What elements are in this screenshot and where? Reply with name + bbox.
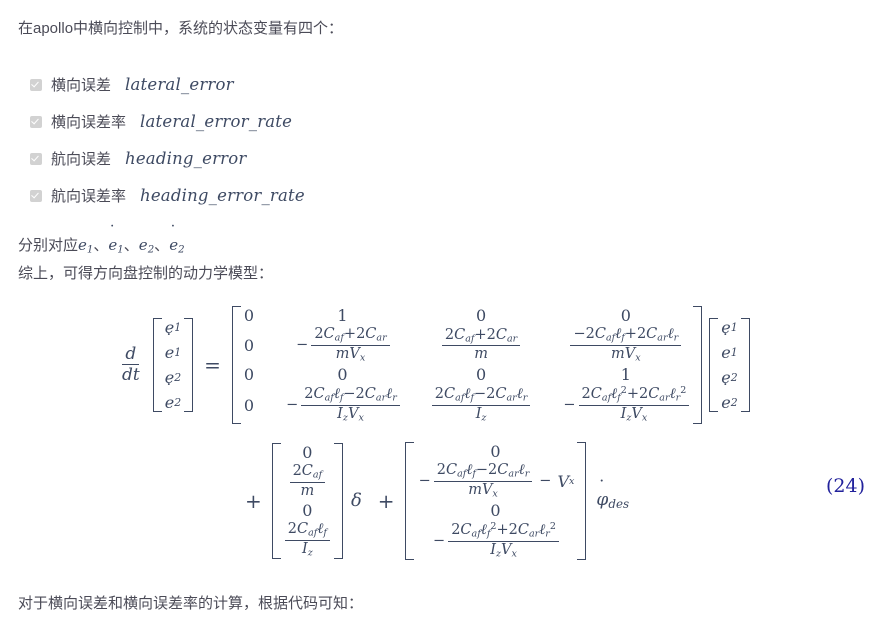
output-cell: e2: [721, 393, 737, 412]
list-item-label: 航向误差率: [51, 188, 127, 205]
inline-math-e2-dot: e2: [169, 236, 184, 256]
b-vector-grid: 0 2Caf m 0 2Cafℓf Iz: [284, 443, 331, 559]
delta-symbol: δ: [350, 490, 362, 512]
derivative-denominator: dt: [122, 365, 140, 386]
closing-paragraph: 对于横向误差和横向误差率的计算，根据代码可知：: [18, 595, 364, 612]
matrix-cell-r3c3: 0: [475, 365, 487, 385]
matrix-cell-r2c4: −2Cafℓf+2Carℓr mVx: [569, 326, 682, 363]
bracket-right: [740, 317, 750, 412]
inline-math-e1: e1: [78, 236, 94, 256]
derivative-operator: d dt: [119, 345, 143, 385]
bracket-right: [693, 306, 703, 424]
comma-2: 、: [123, 237, 139, 254]
matrix-cell-r2c3: 2Caf+2Car m: [441, 327, 521, 363]
checkbox-checked-icon[interactable]: [30, 115, 42, 128]
state-variable-checklist: 横向误差 lateral_error 横向误差率 lateral_error_r…: [30, 66, 305, 214]
matrix-cell-r2c2: − 2Caf+2Car mVx: [294, 326, 391, 363]
matrix-cell-r2c1: 0: [243, 335, 255, 355]
list-item[interactable]: 横向误差 lateral_error: [30, 66, 305, 103]
bracket-right: [577, 442, 587, 560]
bracket-left: [404, 442, 414, 560]
mapping-line: 分别对应e1、e1、e2、e2: [18, 234, 185, 258]
matrix-cell-r1c4: 0: [620, 306, 631, 325]
bracket-left: [709, 317, 719, 412]
equation-line-2: + 0 2Caf m 0 2Cafℓf: [235, 440, 629, 562]
matrix-cell-r3c4: 1: [620, 365, 631, 385]
matrix-cell-r3c1: 0: [243, 365, 255, 385]
checkbox-checked-icon[interactable]: [30, 78, 42, 91]
c-cell-1: 0: [490, 442, 501, 461]
matrix-cell-r4c1: 0: [243, 395, 255, 415]
output-cell: e1: [721, 343, 737, 362]
matrix-cell-r1c2: 1: [337, 306, 348, 325]
dynamics-equation: d dt e1 e1 e2 e2 = 0: [0, 300, 895, 560]
equation-line-1: d dt e1 e1 e2 e2 = 0: [118, 304, 750, 426]
bracket-left: [231, 306, 241, 424]
derivative-numerator: d: [122, 345, 140, 366]
equation-number: (24): [826, 475, 866, 497]
state-cell: e1: [165, 343, 181, 362]
plus-sign-2: +: [377, 488, 395, 513]
state-cell: e2: [165, 393, 181, 412]
matrix-cell-r4c3: 2Cafℓf−2Carℓr Iz: [431, 386, 532, 423]
bracket-right: [333, 443, 343, 559]
plus-sign-1: +: [245, 488, 262, 513]
list-item-code: heading_error_rate: [140, 186, 305, 205]
state-vector: e1 e1 e2 e2: [152, 316, 194, 414]
comma-1: 、: [93, 237, 109, 254]
list-item-code: lateral_error_rate: [140, 112, 293, 131]
conclusion-line: 综上，可得方向盘控制的动力学模型：: [18, 265, 274, 282]
list-item-label: 横向误差: [51, 77, 112, 94]
matrix-cell-r4c4: − 2Cafℓf2+2Carℓr2 IzVx: [561, 386, 690, 423]
c-cell-4: − 2Cafℓf2+2Carℓr2 IzVx: [431, 522, 560, 559]
a-matrix: 0 1 0 0 0 − 2Caf+2Car mVx: [231, 304, 703, 426]
list-item[interactable]: 航向误差率 heading_error_rate: [30, 177, 305, 214]
list-item-code: lateral_error: [125, 75, 234, 94]
inline-math-e1-dot: e1: [108, 236, 123, 256]
bracket-left: [271, 443, 281, 559]
b-vector: 0 2Caf m 0 2Cafℓf Iz: [271, 441, 343, 561]
checkbox-checked-icon[interactable]: [30, 189, 42, 202]
phi-des-term: φdes: [586, 490, 629, 511]
matrix-cell-r4c2: − 2Cafℓf−2Carℓr IzVx: [284, 386, 401, 423]
b-cell-4: 2Cafℓf Iz: [284, 522, 331, 558]
comma-3: 、: [154, 237, 170, 254]
c-cell-3: 0: [490, 501, 501, 521]
state-vector-grid: e1 e1 e2 e2: [165, 318, 181, 412]
checkbox-checked-icon[interactable]: [30, 152, 42, 165]
intro-paragraph: 在apollo中横向控制中，系统的状态变量有四个：: [18, 20, 344, 37]
inline-math-e2: e2: [138, 236, 155, 256]
list-item[interactable]: 横向误差率 lateral_error_rate: [30, 103, 305, 140]
list-item-label: 航向误差: [51, 151, 112, 168]
list-item-label: 横向误差率: [51, 114, 127, 131]
list-item-code: heading_error: [125, 149, 247, 168]
equals-sign: =: [204, 352, 221, 377]
matrix-cell-r1c3: 0: [475, 306, 487, 325]
a-matrix-grid: 0 1 0 0 0 − 2Caf+2Car mVx: [244, 306, 690, 424]
bracket-right: [184, 317, 194, 412]
b-cell-1: 0: [302, 443, 313, 462]
output-vector: e1 e1 e2 e2: [709, 316, 750, 414]
b-cell-3: 0: [302, 501, 313, 521]
list-item[interactable]: 航向误差 heading_error: [30, 140, 305, 177]
b-cell-2: 2Caf m: [289, 463, 327, 499]
matrix-cell-r1c1: 0: [243, 306, 255, 325]
matrix-cell-r3c2: 0: [337, 365, 348, 385]
bracket-left: [152, 317, 162, 412]
output-vector-grid: e1 e1 e2 e2: [721, 318, 737, 412]
mapping-line-prefix: 分别对应: [18, 237, 79, 254]
